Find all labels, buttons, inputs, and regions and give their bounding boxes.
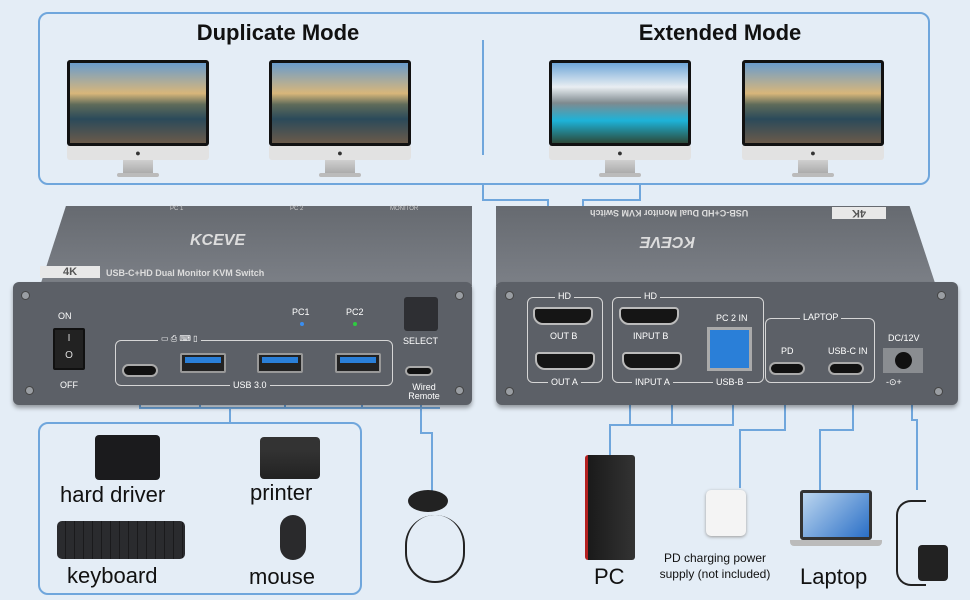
mouse-label: mouse <box>249 564 316 589</box>
apple-logo-icon: ● <box>269 146 411 160</box>
dc-jack <box>883 348 923 373</box>
usb-a-port-1 <box>180 353 226 373</box>
hdmi-input-b <box>619 307 679 325</box>
keyboard-label: keyboard <box>67 563 158 588</box>
apple-logo-icon: ● <box>549 146 691 160</box>
apple-logo-icon: ● <box>742 146 884 160</box>
wired-remote-image <box>408 490 448 512</box>
top-label-monitor: MONITOR <box>390 206 419 212</box>
usb-a-port-2 <box>257 353 303 373</box>
laptop-base <box>790 540 882 546</box>
remote-cable <box>405 515 465 583</box>
extended-mode-title: Extended Mode <box>638 20 802 45</box>
monitor-3: ● <box>549 60 691 180</box>
printer-label: printer <box>250 480 313 505</box>
mode-divider <box>482 40 484 155</box>
pc-label: PC <box>594 564 625 589</box>
input-b-label: INPUT B <box>633 331 669 341</box>
usb-c-in-port <box>828 362 864 375</box>
laptop-image <box>800 490 872 540</box>
wired-remote-label: Wired Remote <box>408 382 440 401</box>
pc-tower-image <box>585 455 635 560</box>
laptop-label: Laptop <box>800 564 868 589</box>
pc1-label: PC1 <box>292 307 310 317</box>
on-label: ON <box>58 311 72 321</box>
charger-label: PD charging power supply (not included) <box>659 551 771 581</box>
select-label: SELECT <box>403 336 439 346</box>
hd-label-in: HD <box>641 291 660 301</box>
hdmi-input-a <box>622 352 682 370</box>
top-label-pc1: PC 1 <box>170 206 184 212</box>
pd-label: PD <box>781 346 794 356</box>
mouse-image <box>280 515 306 560</box>
hard-drive-image <box>95 435 160 480</box>
top-label-pc2: PC 2 <box>290 206 304 212</box>
pc2-in-label: PC 2 IN <box>713 313 751 323</box>
input-group <box>612 297 764 383</box>
usb-c-in-label: USB-C IN <box>828 346 868 356</box>
out-b-label: OUT B <box>550 331 578 341</box>
micro-usb-port <box>405 366 433 376</box>
product-name: USB-C+HD Dual Monitor KVM Switch <box>106 268 265 278</box>
dc-label: DC/12V <box>888 333 920 343</box>
charger-image <box>706 490 746 536</box>
usb-b-port <box>707 327 752 371</box>
usb-c-port <box>122 364 158 377</box>
pc2-led <box>353 322 357 326</box>
pc1-led <box>300 322 304 326</box>
out-a-label: OUT A <box>548 377 581 387</box>
pd-port <box>769 362 805 375</box>
peripherals-panel <box>38 422 362 595</box>
brand-logo: KCEVE <box>640 233 696 250</box>
monitor-4: ● <box>742 60 884 180</box>
hd-label-out: HD <box>555 291 574 301</box>
keyboard-image <box>57 521 185 559</box>
printer-image <box>260 437 320 479</box>
power-cable <box>896 500 926 586</box>
polarity-symbol: -⊙+ <box>886 377 902 387</box>
usb-a-port-3 <box>335 353 381 373</box>
usb-3-label: USB 3.0 <box>230 380 270 390</box>
duplicate-mode-title: Duplicate Mode <box>196 20 360 45</box>
4k-badge: 4K <box>40 266 100 278</box>
usb-b-label: USB-B <box>713 377 747 387</box>
pc2-label: PC2 <box>346 307 364 317</box>
device-icons: ▭ ⎙ ⌨ ▯ <box>158 334 201 344</box>
product-name: USB-C+HD Dual Monitor KVM Switch <box>590 208 749 218</box>
hdmi-out-b <box>533 307 593 325</box>
monitor-2: ● <box>269 60 411 180</box>
4k-badge: 4K <box>832 207 886 219</box>
modes-panel <box>38 12 930 185</box>
brand-logo: KCEVE <box>190 232 246 249</box>
apple-logo-icon: ● <box>67 146 209 160</box>
hdmi-out-a <box>535 352 595 370</box>
hard-drive-label: hard driver <box>60 482 166 507</box>
input-a-label: INPUT A <box>632 377 673 387</box>
monitor-1: ● <box>67 60 209 180</box>
off-label: OFF <box>60 380 78 390</box>
laptop-label: LAPTOP <box>800 312 842 322</box>
select-button[interactable] <box>404 297 438 331</box>
